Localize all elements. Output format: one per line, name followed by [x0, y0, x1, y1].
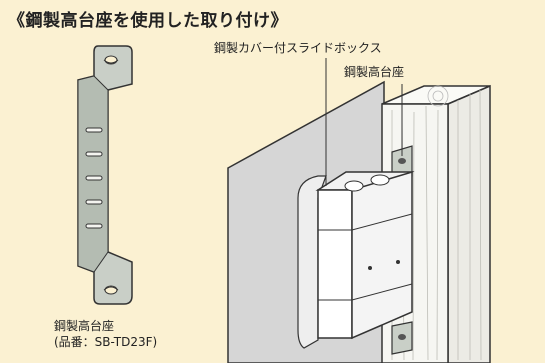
part-number-label: (品番：SB-TD23F) — [54, 335, 158, 349]
mounted-bracket-bottom — [391, 321, 413, 355]
bracket-label: 鋼製高台座 — [344, 65, 405, 79]
part-name-label: 鋼製高台座 — [54, 319, 115, 333]
box-label: 鋼製カバー付スライドボックス — [214, 41, 382, 55]
page-title: 《鋼製高台座を使用した取り付け》 — [8, 11, 288, 31]
bracket-part-drawing — [77, 45, 133, 305]
slide-box — [297, 170, 415, 349]
